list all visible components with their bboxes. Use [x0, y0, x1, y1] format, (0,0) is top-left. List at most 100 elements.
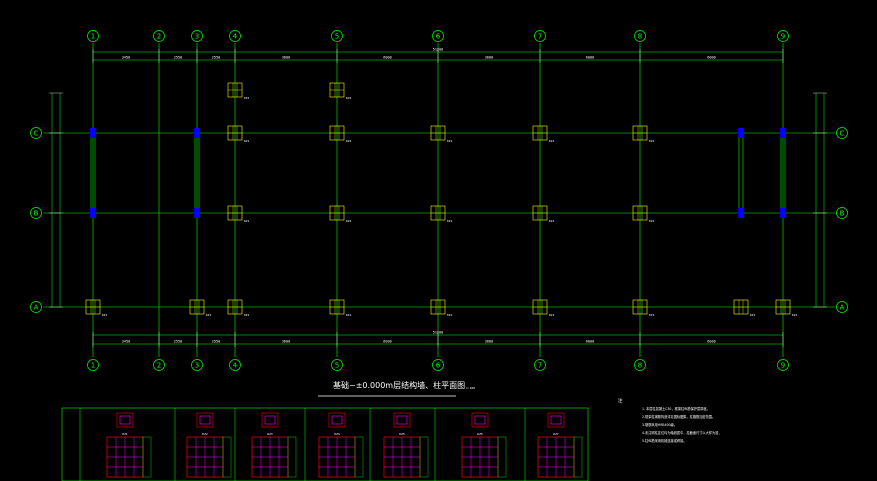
detail-dim-box — [142, 436, 152, 478]
column-marker: KZ1 — [227, 82, 250, 100]
dim-span-text: 6000 — [383, 340, 391, 344]
detail-panel-3: KZ3 — [251, 412, 297, 478]
axis-grid — [43, 43, 835, 357]
column-tag: KZ1 — [244, 313, 250, 317]
detail-panel-label: KZ6 — [477, 432, 483, 436]
axis-bubble-7 — [534, 30, 546, 42]
axis-bubble-A — [836, 301, 848, 313]
column-tag: KZ1 — [102, 313, 108, 317]
detail-dim-box — [354, 436, 364, 478]
axis-bubble-1 — [87, 359, 99, 371]
axis-bubble-label: 3 — [195, 361, 199, 369]
axis-bubble-label: 7 — [538, 361, 542, 369]
column-marker: KZ1 — [227, 125, 250, 143]
column-tag: KZ1 — [649, 139, 655, 143]
detail-small-box — [328, 412, 346, 428]
column-marker: KZ1 — [189, 299, 212, 317]
detail-panel-5: KZ5 — [383, 412, 429, 478]
column-marker: KZ1 — [329, 125, 352, 143]
detail-dim-box — [287, 436, 297, 478]
detail-small-box — [116, 412, 134, 428]
detail-panel-label: KZ4 — [334, 432, 340, 436]
axis-bubble-label: 5 — [335, 32, 339, 40]
axis-bubble-9 — [777, 359, 789, 371]
column-tag: KZ1 — [346, 313, 352, 317]
axis-bubble-label: C — [34, 129, 39, 137]
detail-dim-box — [497, 436, 507, 478]
detail-panel-label: KZ5 — [399, 432, 405, 436]
dim-span-text: 3600 — [282, 56, 290, 60]
wall-segments — [90, 128, 786, 218]
dim-span-text: 2550 — [174, 56, 182, 60]
wall-end-block — [738, 208, 744, 218]
column-marker: KZ1 — [329, 299, 352, 317]
column-tag: KZ1 — [244, 139, 250, 143]
column-marker: KZ1 — [227, 299, 250, 317]
axis-bubble-label: 9 — [781, 32, 785, 40]
column-marker: KZ1 — [227, 205, 250, 223]
axis-bubble-label: 6 — [436, 32, 441, 40]
detail-small-rebar — [264, 415, 276, 425]
detail-small-box — [393, 412, 411, 428]
wall-end-block — [738, 128, 744, 138]
detail-panel-4: KZ4 — [318, 412, 364, 478]
axis-bubble-6 — [432, 359, 444, 371]
axis-bubble-label: 7 — [538, 32, 542, 40]
note-line-1: 1. 本层柱混凝土C30，框架柱纵筋保护层厚度。 — [642, 406, 710, 411]
note-line-5: 5.柱纵筋采用机械连接或焊接。 — [642, 438, 686, 443]
dim-span-text: 6000 — [586, 340, 594, 344]
axis-bubble-label: 5 — [335, 361, 339, 369]
detail-dim-box — [419, 436, 429, 478]
detail-small-box — [261, 412, 279, 428]
axis-bubble-label: 2 — [157, 361, 161, 369]
axis-bubble-label: 4 — [233, 32, 238, 40]
axis-bubble-8 — [634, 30, 646, 42]
column-tag: KZ1 — [346, 96, 352, 100]
axis-bubble-label: 8 — [638, 32, 642, 40]
dim-span-text: 6000 — [586, 56, 594, 60]
axis-bubble-5 — [331, 359, 343, 371]
wall-end-block — [194, 128, 200, 138]
axis-bubble-A — [30, 301, 42, 313]
drawing-title: 基础~±0.000m层结构墙、柱平面图 — [333, 380, 465, 390]
detail-small-rebar — [396, 415, 408, 425]
axis-bubble-6 — [432, 30, 444, 42]
column-tag: KZ1 — [244, 219, 250, 223]
detail-panel-label: KZ2 — [202, 432, 208, 436]
note-line-2: 2.框架柱钢筋构造详见国标图集，柱箍筋加密范围。 — [642, 414, 715, 419]
column-tag: KZ1 — [346, 219, 352, 223]
detail-small-rebar — [550, 415, 562, 425]
axis-bubble-label: C — [840, 129, 845, 137]
column-marker: KZ1 — [430, 205, 453, 223]
column-tag: KZ1 — [792, 313, 798, 317]
column-tag: KZ1 — [447, 313, 453, 317]
detail-dim-box — [573, 436, 583, 478]
axis-bubble-7 — [534, 359, 546, 371]
axis-bubble-label: B — [840, 209, 845, 217]
note-line-3: 3.钢筋采用HRB400级。 — [642, 422, 677, 427]
axis-bubble-label: A — [840, 303, 845, 311]
axis-bubble-4 — [229, 359, 241, 371]
detail-small-box — [547, 412, 565, 428]
column-marker: KZ1 — [632, 125, 655, 143]
dim-span-text: 3600 — [485, 56, 493, 60]
notes-heading: 注 — [618, 397, 623, 404]
detail-table-frame — [61, 407, 589, 481]
axis-bubble-B — [30, 207, 42, 219]
column-marker: KZ1 — [532, 205, 555, 223]
detail-small-rebar — [119, 415, 131, 425]
detail-panel-label: KZ1 — [122, 432, 128, 436]
column-tag: KZ1 — [447, 139, 453, 143]
dim-span-text: 3600 — [282, 340, 290, 344]
dim-span-text: 3600 — [485, 340, 493, 344]
dim-span-text: 3450 — [122, 56, 130, 60]
axis-bubble-8 — [634, 359, 646, 371]
axis-bubble-9 — [777, 30, 789, 42]
dim-span-text: 6000 — [707, 56, 715, 60]
axis-bubble-2 — [153, 359, 165, 371]
axis-bubble-2 — [153, 30, 165, 42]
